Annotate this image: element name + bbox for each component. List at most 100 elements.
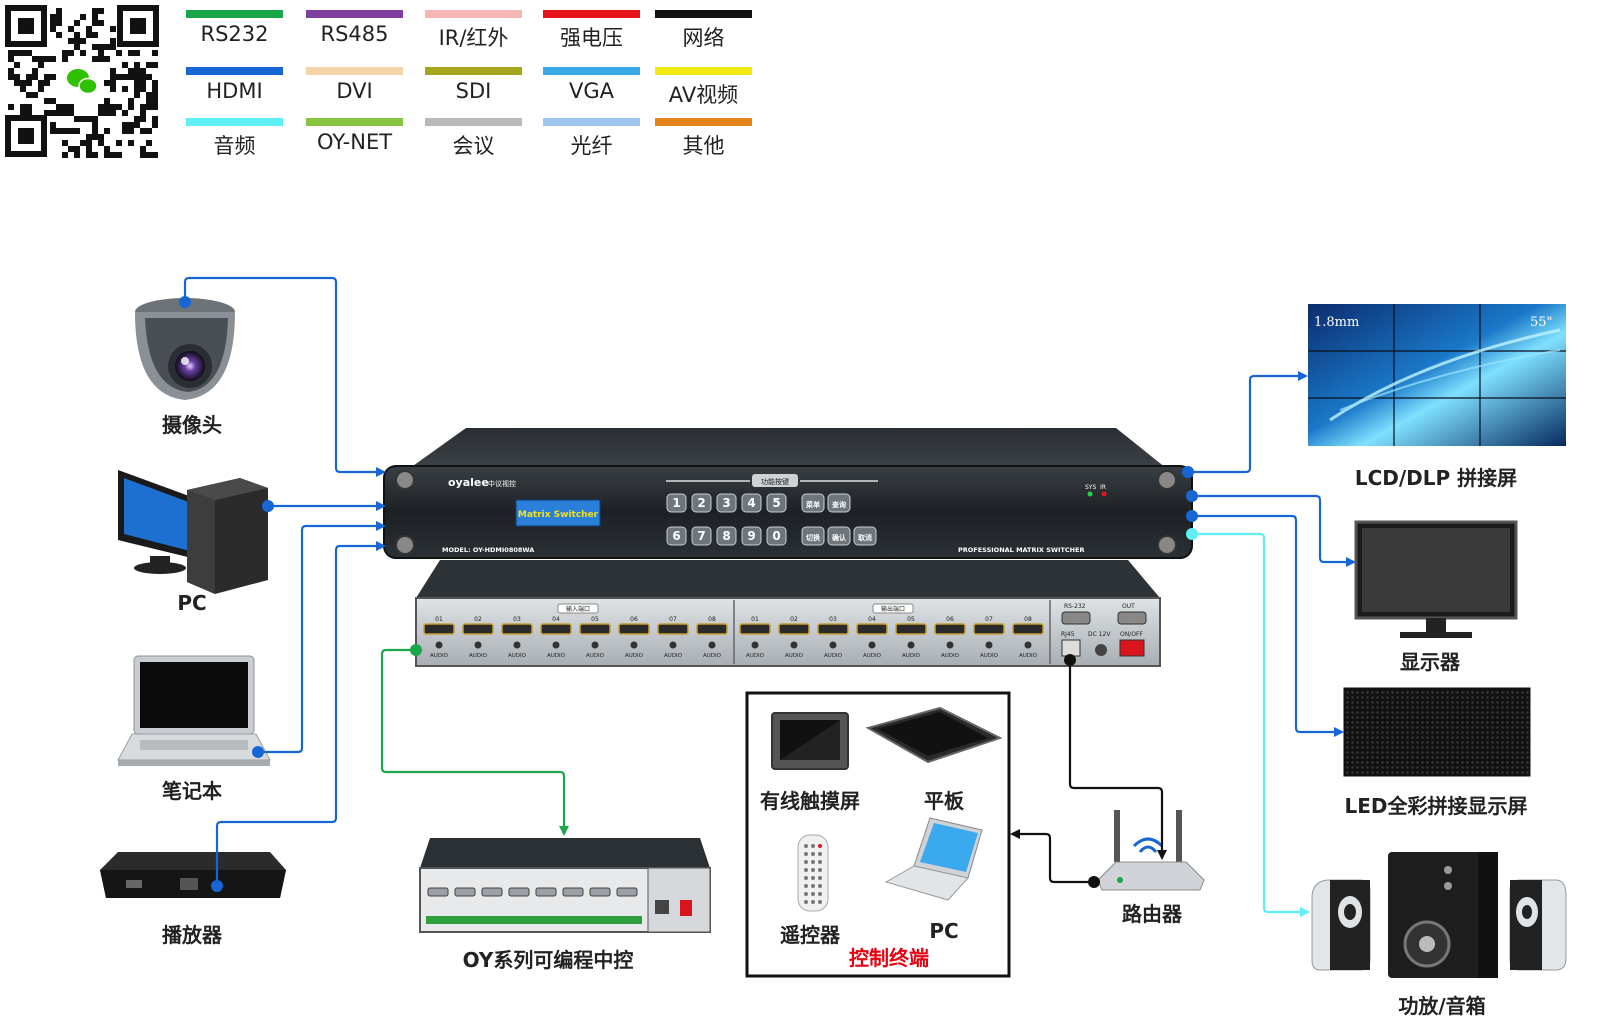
output-audio-jack (946, 641, 954, 649)
legend-label: 网络 (682, 26, 725, 50)
legend-label: 音频 (213, 134, 256, 158)
legend-swatch (186, 10, 283, 18)
touch-panel-label: 有线触摸屏 (760, 789, 860, 813)
tablet-label: 平板 (924, 789, 964, 813)
remote-button (804, 860, 808, 864)
rs232-label: RS-232 (1064, 603, 1086, 610)
legend-label: RS232 (200, 22, 269, 46)
legend-item: OY-NET (306, 118, 403, 154)
ir-label: IR (1100, 484, 1106, 491)
input-port-number: 07 (669, 616, 677, 623)
output-hdmi-port (817, 623, 849, 635)
remote-button (804, 892, 808, 896)
output-audio-label: AUDIO (785, 653, 804, 659)
output-port-number: 02 (790, 616, 798, 623)
controller-port (427, 887, 449, 897)
legend-item: SDI (425, 67, 522, 103)
remote-button (804, 844, 808, 848)
remote-button (811, 876, 815, 880)
connection-dots (179, 296, 1198, 892)
remote-button (818, 844, 822, 848)
input-hdmi-port (540, 623, 572, 635)
sys-led (1087, 491, 1093, 497)
controller-port (616, 887, 638, 897)
controller-device (419, 838, 711, 933)
camera-hdmi-line (183, 276, 386, 477)
input-port-number: 08 (708, 616, 716, 623)
input-port-number: 01 (435, 616, 443, 623)
out-port (1117, 611, 1147, 625)
power-switch (1119, 639, 1145, 657)
input-port-number: 02 (474, 616, 482, 623)
legend-item: VGA (543, 67, 640, 103)
number-key (716, 493, 737, 513)
legend-swatch (186, 67, 283, 75)
input-audio-jack (708, 641, 716, 649)
remote-button (818, 860, 822, 864)
remote-button (811, 900, 815, 904)
output-audio-label: AUDIO (746, 653, 765, 659)
terminal-laptop-device (884, 817, 983, 901)
speaker-audio-line (1192, 532, 1310, 917)
input-port-number: 05 (591, 616, 599, 623)
input-port-number: 06 (630, 616, 638, 623)
legend-swatch (543, 67, 640, 75)
function-key-label: 菜单 (805, 500, 820, 509)
wechat-icon (64, 64, 100, 98)
legend-label: RS485 (320, 22, 389, 46)
number-key-label: 5 (772, 496, 780, 510)
controller-rs232-line (380, 648, 569, 836)
legend-item: 网络 (655, 10, 752, 52)
videowall-size: 55" (1530, 315, 1553, 330)
rj45-port (1061, 639, 1081, 657)
legend-swatch (425, 118, 522, 126)
player-hdmi-line (215, 541, 386, 886)
legend-item: 音频 (186, 118, 283, 160)
switcher-rear-panel: 输入端口 输出端口 01AUDIO02AUDIO03AUDIO04AUDIO05… (415, 560, 1161, 667)
legend-item: HDMI (186, 67, 283, 103)
legend-swatch (306, 118, 403, 126)
dc-port (1095, 644, 1107, 656)
router-label: 路由器 (1122, 902, 1182, 926)
input-audio-jack (552, 641, 560, 649)
function-key (853, 526, 877, 546)
input-audio-label: AUDIO (469, 653, 488, 659)
controller-port (508, 887, 530, 897)
legend-item: 会议 (425, 118, 522, 160)
legend-label: IR/红外 (438, 26, 509, 50)
controller-port (535, 887, 557, 897)
pc-device (118, 470, 268, 594)
switcher-model: MODEL: OY-HDMI0808WA (442, 546, 534, 554)
number-key (666, 526, 687, 546)
output-audio-label: AUDIO (980, 653, 999, 659)
output-hdmi-port (856, 623, 888, 635)
remote-button (818, 852, 822, 856)
input-audio-jack (669, 641, 677, 649)
legend-item: 强电压 (543, 10, 640, 52)
output-audio-jack (829, 641, 837, 649)
number-key (766, 526, 787, 546)
input-hdmi-port (423, 623, 455, 635)
switcher-brand: oyalee (448, 476, 489, 489)
legend-item: 光纤 (543, 118, 640, 160)
legend-swatch (425, 67, 522, 75)
remote-button (811, 892, 815, 896)
number-key (691, 493, 712, 513)
remote-device (797, 834, 829, 912)
legend-label: DVI (336, 79, 373, 103)
remote-button (804, 900, 808, 904)
led-display-device (1343, 687, 1531, 777)
output-hdmi-port (1012, 623, 1044, 635)
remote-button (811, 868, 815, 872)
onoff-label: ON/OFF (1120, 631, 1143, 638)
control-terminal-box (745, 691, 1011, 978)
input-audio-jack (474, 641, 482, 649)
input-hdmi-port (462, 623, 494, 635)
number-key (666, 493, 687, 513)
output-audio-label: AUDIO (902, 653, 921, 659)
input-port-number: 04 (552, 616, 560, 623)
number-key-label: 2 (697, 496, 705, 510)
input-hdmi-port (657, 623, 689, 635)
output-audio-jack (790, 641, 798, 649)
legend-item: IR/红外 (425, 10, 522, 52)
